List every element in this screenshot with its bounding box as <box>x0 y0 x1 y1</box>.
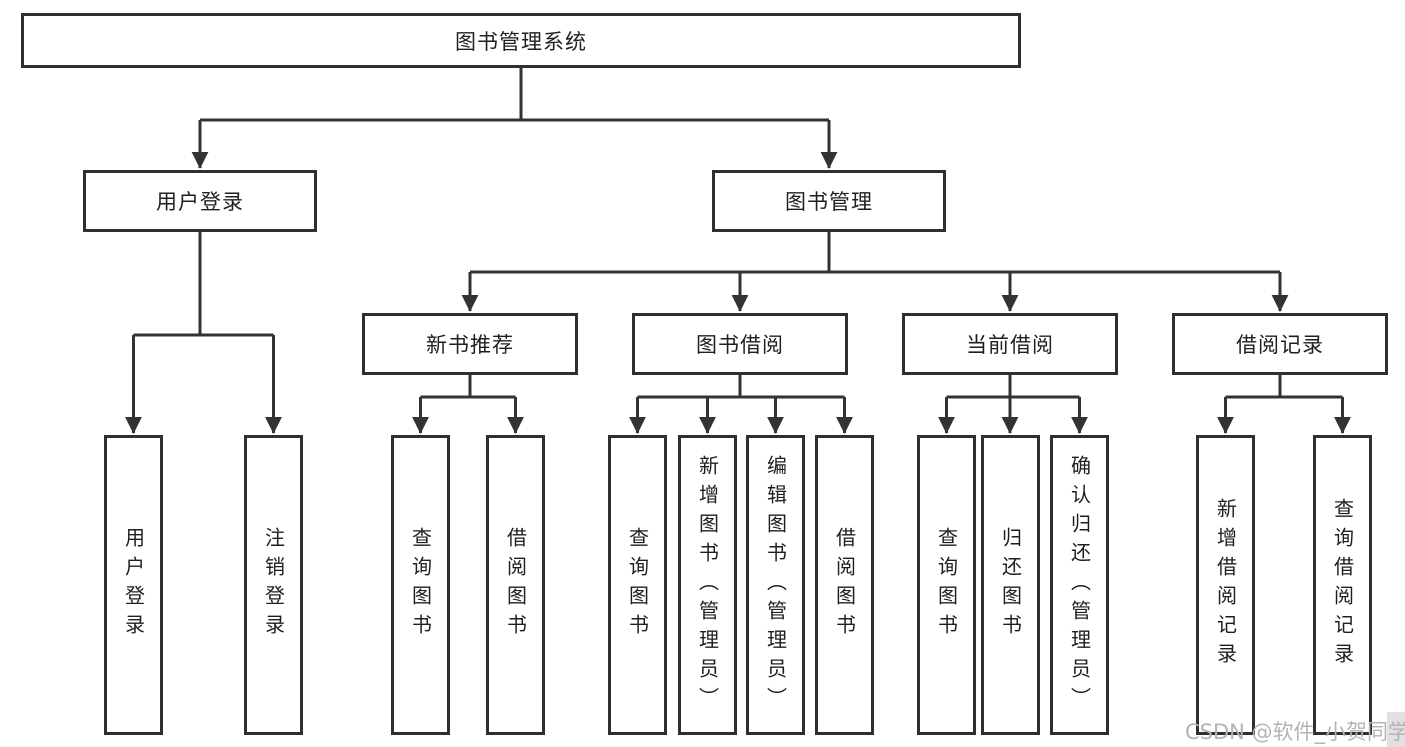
node-label: 图书管理 <box>785 190 873 214</box>
node-borrowing-records: 借阅记录 <box>1172 313 1388 375</box>
leaf-label: 新增图书（管理员） <box>695 454 720 716</box>
leaf-label: 查询图书 <box>934 527 959 643</box>
leaf-label: 用户登录 <box>121 527 146 643</box>
leaf-borrowing-edit-books-admin: 编辑图书（管理员） <box>746 435 805 735</box>
node-label: 用户登录 <box>156 190 244 214</box>
leaf-records-add-record: 新增借阅记录 <box>1196 435 1255 735</box>
leaf-current-confirm-return-admin: 确认归还（管理员） <box>1050 435 1109 735</box>
connector-borrow-to-leaves <box>629 375 853 434</box>
connector-records-to-leaves <box>1217 375 1351 434</box>
leaf-logout: 注销登录 <box>244 435 303 735</box>
node-label: 图书借阅 <box>696 333 784 357</box>
leaf-records-query-record: 查询借阅记录 <box>1313 435 1372 735</box>
leaf-newbook-query-books: 查询图书 <box>391 435 450 735</box>
leaf-label: 查询图书 <box>408 527 433 643</box>
node-label: 图书管理系统 <box>455 29 587 54</box>
node-new-book-recommend: 新书推荐 <box>362 313 578 375</box>
leaf-current-return-books: 归还图书 <box>981 435 1040 735</box>
leaf-label: 借阅图书 <box>503 527 528 643</box>
node-book-management: 图书管理 <box>712 170 946 232</box>
connector-root-to-level2 <box>191 68 838 169</box>
node-label: 新书推荐 <box>426 333 514 357</box>
leaf-borrowing-borrow-books: 借阅图书 <box>815 435 874 735</box>
node-current-borrowing: 当前借阅 <box>902 313 1118 375</box>
leaf-label: 归还图书 <box>998 527 1023 643</box>
connector-current-to-leaves <box>938 375 1088 434</box>
leaf-label: 借阅图书 <box>832 527 857 643</box>
node-label: 当前借阅 <box>966 333 1054 357</box>
node-user-login: 用户登录 <box>83 170 317 232</box>
connector-mgmt-to-level3 <box>461 232 1289 312</box>
node-label: 借阅记录 <box>1236 333 1324 357</box>
leaf-label: 注销登录 <box>261 527 286 643</box>
node-library-management-system: 图书管理系统 <box>21 13 1021 68</box>
leaf-user-login: 用户登录 <box>104 435 163 735</box>
leaf-label: 查询图书 <box>625 527 650 643</box>
leaf-label: 确认归还（管理员） <box>1067 454 1092 716</box>
leaf-label: 查询借阅记录 <box>1330 498 1355 672</box>
connector-newbook-to-leaves <box>412 375 524 434</box>
leaf-label: 编辑图书（管理员） <box>763 454 788 716</box>
leaf-current-query-books: 查询图书 <box>917 435 976 735</box>
csdn-watermark: CSDN @软件_小贺同学 <box>1185 720 1405 744</box>
leaf-label: 新增借阅记录 <box>1213 498 1238 672</box>
connector-login-to-leaves <box>125 232 282 434</box>
leaf-newbook-borrow-books: 借阅图书 <box>486 435 545 735</box>
watermark-background-strip <box>1387 712 1405 747</box>
leaf-borrowing-add-books-admin: 新增图书（管理员） <box>678 435 737 735</box>
leaf-borrowing-query-books: 查询图书 <box>608 435 667 735</box>
node-book-borrowing: 图书借阅 <box>632 313 848 375</box>
